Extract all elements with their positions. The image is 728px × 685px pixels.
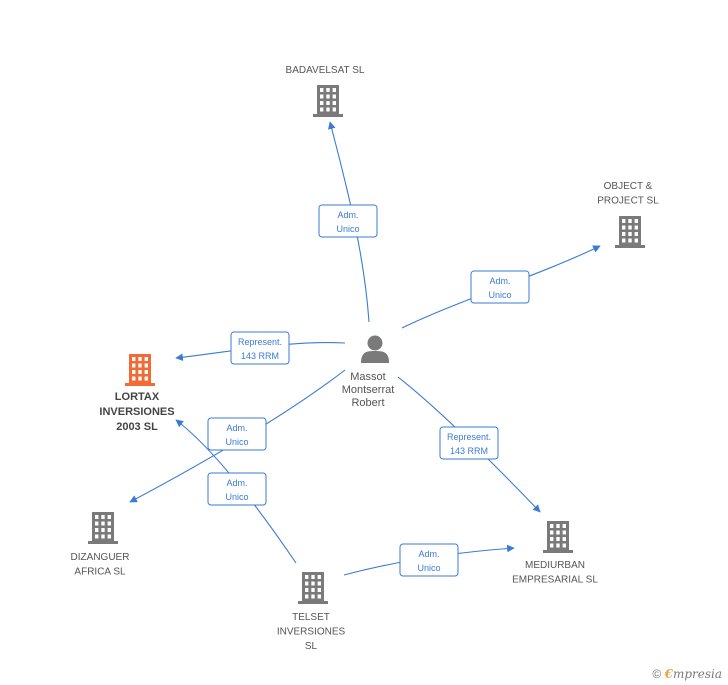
person-name-line: Massot: [350, 371, 385, 383]
company-node-dizanguer[interactable]: DIZANGUER AFRICA SL: [71, 512, 130, 578]
company-label-line: BADAVELSAT SL: [286, 65, 365, 76]
edge-label-frame: [207, 472, 267, 506]
edge-label-frame: [230, 331, 290, 365]
edge-person-to-mediurban: Represent. 143 RRM: [397, 376, 541, 513]
edge-label-text: Adm.: [226, 423, 247, 433]
edge-telset-to-lortax: Adm. Unico: [175, 419, 297, 564]
edge-person-to-lortax: Represent. 143 RRM: [175, 331, 346, 365]
edge-person-to-dizanguer: Adm. Unico: [129, 369, 346, 503]
company-node-mediurban[interactable]: MEDIURBAN EMPRESARIAL SL: [512, 521, 598, 586]
edge-label-text: Represent.: [238, 337, 282, 347]
company-label-line: INVERSIONES: [99, 406, 174, 418]
company-node-lortax[interactable]: LORTAX INVERSIONES 2003 SL: [99, 354, 175, 433]
edge-label-text: Unico: [417, 563, 440, 573]
edge-label-frame: [318, 204, 378, 238]
company-label-line: TELSET: [292, 612, 330, 623]
edge-label-text: Unico: [225, 437, 248, 447]
person-name-line: Robert: [351, 397, 384, 409]
person-name-line: Montserrat: [342, 384, 395, 396]
edge-person-to-object-project: Adm. Unico: [401, 245, 601, 329]
company-label-line: PROJECT SL: [597, 196, 659, 207]
empresia-brand: © €mpresia: [652, 667, 722, 681]
building-icon: [543, 521, 573, 553]
company-label-line: DIZANGUER: [71, 552, 130, 563]
edge-label-text: Adm.: [418, 549, 439, 559]
company-label-line: EMPRESARIAL SL: [512, 575, 598, 586]
edge-label-text: Adm.: [337, 210, 358, 220]
edge-label-box[interactable]: Adm. Unico: [207, 472, 267, 506]
edge-person-to-badavelsat: Adm. Unico: [318, 121, 378, 323]
edge-label-text: 143 RRM: [450, 446, 488, 456]
edge-label-frame: [207, 417, 267, 451]
edge-telset-to-mediurban: Adm. Unico: [343, 543, 515, 577]
building-icon: [125, 354, 155, 386]
edge-label-box[interactable]: Represent. 143 RRM: [230, 331, 290, 365]
edge-label-frame: [439, 426, 499, 460]
company-node-object-project[interactable]: OBJECT & PROJECT SL: [597, 181, 659, 248]
company-label-line: INVERSIONES: [277, 627, 346, 638]
company-label-line: MEDIURBAN: [525, 560, 585, 571]
building-icon: [88, 512, 118, 544]
edge-label-frame: [399, 543, 459, 577]
brand-name: mpresia: [672, 667, 722, 681]
edge-label-text: Represent.: [447, 432, 491, 442]
company-label-line: OBJECT &: [604, 181, 653, 192]
company-label-line: SL: [305, 641, 318, 652]
building-icon: [298, 572, 328, 604]
company-label-line: AFRICA SL: [74, 567, 126, 578]
brand-initial: €: [664, 667, 673, 681]
copyright-symbol: ©: [652, 667, 662, 681]
edge-label-frame: [470, 270, 530, 304]
company-node-badavelsat[interactable]: BADAVELSAT SL: [286, 65, 365, 117]
building-icon: [615, 216, 645, 248]
edge-label-text: 143 RRM: [241, 351, 279, 361]
edge-label-box[interactable]: Adm. Unico: [470, 270, 530, 304]
edge-label-box[interactable]: Adm. Unico: [399, 543, 459, 577]
edge-label-text: Unico: [488, 290, 511, 300]
edge-label-text: Unico: [225, 492, 248, 502]
edge-label-text: Unico: [336, 224, 359, 234]
edge-label-text: Adm.: [226, 478, 247, 488]
building-icon: [313, 85, 343, 117]
edge-label-box[interactable]: Adm. Unico: [207, 417, 267, 451]
edge-label-box[interactable]: Represent. 143 RRM: [439, 426, 499, 460]
company-node-telset[interactable]: TELSET INVERSIONES SL: [277, 572, 346, 652]
edge-label-text: Adm.: [489, 276, 510, 286]
person-icon: [361, 335, 389, 363]
company-label-line: 2003 SL: [116, 421, 158, 433]
company-label-line: LORTAX: [115, 391, 160, 403]
edge-label-box[interactable]: Adm. Unico: [318, 204, 378, 238]
